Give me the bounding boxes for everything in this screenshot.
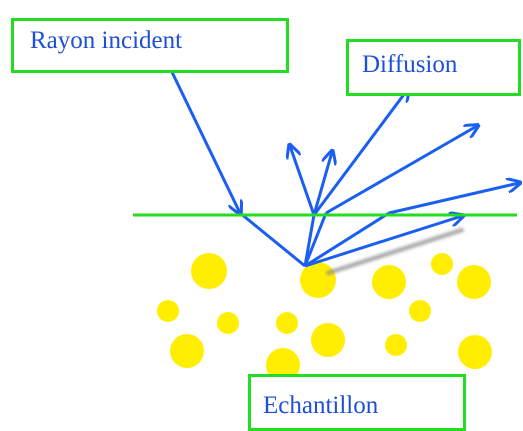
scatter-ray-4 [304, 216, 462, 268]
diffusion-label-box: Diffusion [346, 39, 521, 96]
incident-ray-arrow [169, 69, 240, 213]
scatter-ray-2 [303, 212, 328, 267]
particle [372, 265, 406, 299]
scatter-arrow-5 [388, 183, 519, 215]
particle [276, 312, 298, 334]
scatter-arrow-3 [312, 89, 408, 216]
particle [266, 348, 300, 382]
particle [217, 312, 239, 334]
particle [431, 253, 453, 275]
particles [157, 253, 492, 382]
particle [458, 335, 492, 369]
particle [157, 300, 179, 322]
sample-label-box: Echantillon [248, 374, 466, 431]
ray-shadow [326, 228, 464, 275]
particle [385, 334, 407, 356]
scatter-ray-3 [304, 211, 390, 268]
particle [191, 253, 227, 289]
scatter-arrow-2 [312, 152, 332, 216]
incident-ray-label-box: Rayon incident [11, 18, 289, 73]
sample-label: Echantillon [263, 392, 379, 419]
incident-ray-label: Rayon incident [30, 27, 183, 54]
scatter-ray-1 [303, 214, 316, 267]
particle [170, 334, 204, 368]
scatter-arrow-4 [325, 126, 477, 215]
refracted-ray [239, 211, 306, 268]
particle [409, 300, 431, 322]
particle [457, 265, 491, 299]
scatter-arrow-1 [290, 146, 316, 216]
particle [300, 262, 336, 298]
diffusion-label: Diffusion [362, 51, 458, 78]
particle [311, 323, 345, 357]
